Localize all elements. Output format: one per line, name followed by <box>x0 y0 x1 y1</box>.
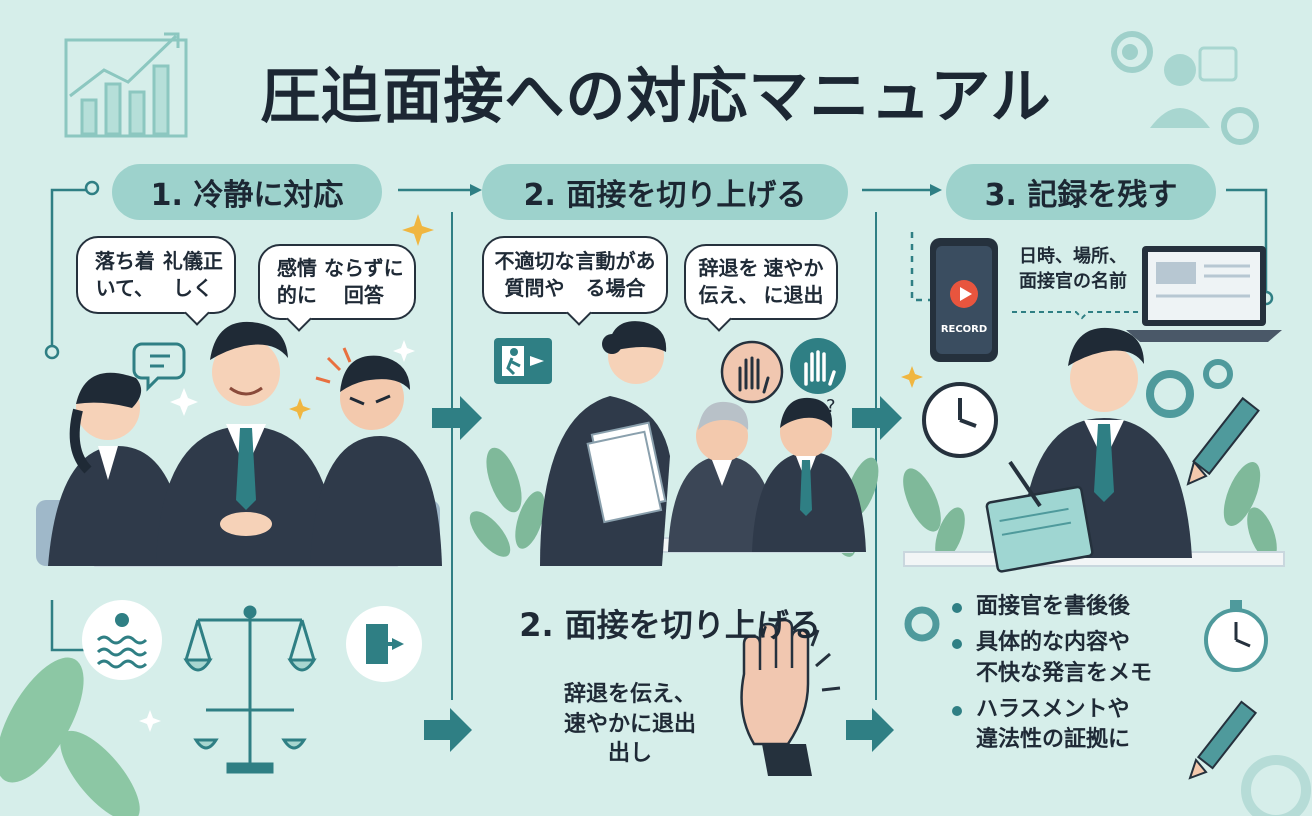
panel2-scene: ? <box>469 321 879 566</box>
speech-bubble-inappropriate: 不適切な質問や 言動がある場合 <box>482 236 668 326</box>
stop-hand-icon <box>740 618 841 776</box>
stop-hand-icon <box>790 338 846 394</box>
lower-description: 辞退を伝え、 速やかに退出 出し <box>563 682 696 767</box>
gear-icon <box>1146 359 1233 418</box>
svg-text:?: ? <box>826 396 836 417</box>
exit-sign-icon <box>494 338 552 384</box>
record-bullet-list: 面接官を書後後 具体的な内容や 不快な発言をメモ ハラスメントや 違法性の証拠に <box>952 592 1282 762</box>
sparkle-icon <box>289 214 923 420</box>
panel3-scene: RECORD <box>903 238 1285 573</box>
speech-bubble-answer: 感情的に ならずに回答 <box>258 244 416 332</box>
scales-icon <box>183 605 317 774</box>
phone-record-icon: RECORD <box>930 238 998 362</box>
record-label: RECORD <box>941 324 987 335</box>
page-title: 圧迫面接への対応マニュアル <box>260 62 1052 132</box>
list-item: 面接官を書後後 <box>952 592 1282 622</box>
laptop-icon <box>1126 246 1282 342</box>
step2-heading: 2. 面接を切り上げる <box>482 164 848 220</box>
speech-bubble-decline: 辞退を伝え、 速やかに退出 <box>684 244 838 332</box>
pencil-icon <box>1188 700 1258 780</box>
panel1-scene <box>36 321 442 567</box>
step1-heading: 1. 冷静に対応 <box>112 164 382 220</box>
clock-icon <box>922 382 998 458</box>
flow-arrow-icon <box>424 396 902 752</box>
growth-chart-icon <box>64 32 188 138</box>
stopwatch-icon <box>1204 600 1268 672</box>
list-item: 具体的な内容や 不快な発言をメモ <box>952 628 1282 689</box>
list-item: ハラスメントや 違法性の証拠に <box>952 695 1282 756</box>
handshake-person-icon <box>1150 46 1238 128</box>
gear-icon <box>1241 755 1311 816</box>
chat-icon <box>132 342 186 392</box>
lower-heading: 2. 面接を切り上げる <box>519 606 821 644</box>
leaf-icon <box>0 657 140 816</box>
speech-bubble-calm: 落ち着いて、 礼儀正しく <box>76 236 236 326</box>
door-exit-icon <box>346 606 422 682</box>
raised-hand-icon <box>720 340 784 404</box>
gear-icon <box>904 606 940 642</box>
step3-heading: 3. 記録を残す <box>946 164 1216 220</box>
wave-icon <box>82 600 162 680</box>
leaf-icon <box>903 462 1277 561</box>
pencil-icon <box>1186 396 1260 486</box>
gear-icon <box>1111 31 1259 145</box>
record-note: 日時、場所、 面接官の名前 <box>1019 246 1127 293</box>
